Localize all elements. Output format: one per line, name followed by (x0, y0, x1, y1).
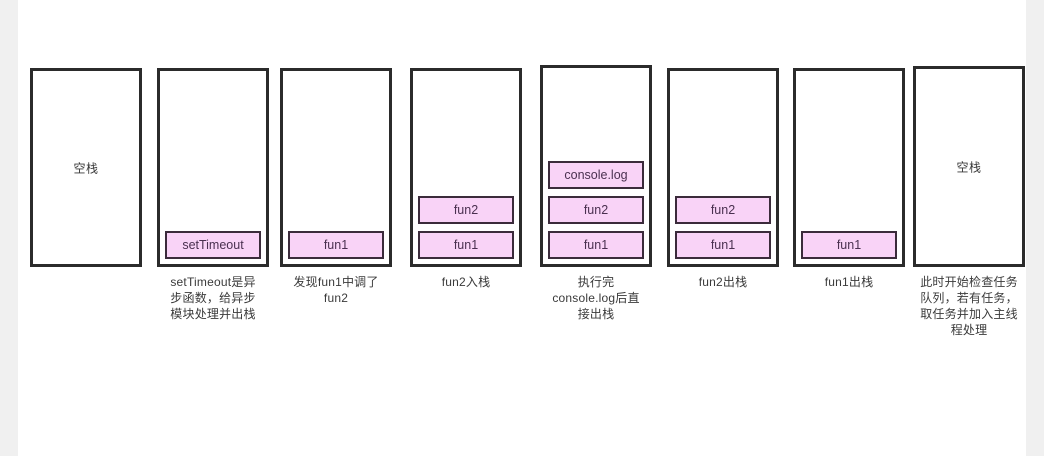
stack-step-5: console.log fun2 fun1 执行完 console.log后直 接出栈 (540, 65, 652, 322)
stack-frame: fun1 (675, 231, 771, 259)
step-caption: fun1出栈 (824, 275, 874, 289)
stack-step-6: fun2 fun1 fun2出栈 (667, 68, 779, 290)
step-caption: setTimeout是异 步函数，给异步 模块处理并出栈 (170, 275, 256, 321)
stack-frame: setTimeout (165, 231, 261, 259)
step-caption: fun2入栈 (441, 275, 491, 289)
call-stack-container: fun2 fun1 (410, 68, 522, 267)
stack-frame: fun1 (548, 231, 644, 259)
stack-frame: fun1 (801, 231, 897, 259)
step-caption: 发现fun1中调了 fun2 (293, 275, 379, 305)
diagram-canvas: 空栈 setTimeout setTimeout是异 步函数，给异步 模块处理并出栈… (18, 0, 1026, 456)
stack-step-3: fun1 发现fun1中调了 fun2 (280, 68, 392, 306)
step-caption: 此时开始检查任务 队列，若有任务， 取任务并加入主线 程处理 (920, 275, 1018, 337)
stack-step-2: setTimeout setTimeout是异 步函数，给异步 模块处理并出栈 (157, 68, 269, 322)
call-stack-container: console.log fun2 fun1 (540, 65, 652, 267)
stack-frame: fun2 (675, 196, 771, 224)
call-stack-container: fun1 (793, 68, 905, 267)
call-stack-container: 空栈 (913, 66, 1025, 267)
step-caption: 执行完 console.log后直 接出栈 (552, 275, 640, 321)
empty-stack-label: 空栈 (956, 160, 982, 174)
call-stack-sequence: 空栈 setTimeout setTimeout是异 步函数，给异步 模块处理并出栈… (18, 0, 1026, 456)
stack-frame: fun2 (548, 196, 644, 224)
call-stack-container: 空栈 (30, 68, 142, 267)
call-stack-container: fun1 (280, 68, 392, 267)
stack-frame: fun2 (418, 196, 514, 224)
stack-step-8: 空栈此时开始检查任务 队列，若有任务， 取任务并加入主线 程处理 (913, 66, 1025, 338)
stack-step-7: fun1 fun1出栈 (793, 68, 905, 290)
stack-frame: console.log (548, 161, 644, 189)
call-stack-container: setTimeout (157, 68, 269, 267)
call-stack-container: fun2 fun1 (667, 68, 779, 267)
stack-step-4: fun2 fun1 fun2入栈 (410, 68, 522, 290)
stack-step-1: 空栈 (30, 68, 142, 274)
stack-frame: fun1 (288, 231, 384, 259)
step-caption: fun2出栈 (698, 275, 748, 289)
stack-frame: fun1 (418, 231, 514, 259)
empty-stack-label: 空栈 (73, 161, 99, 175)
